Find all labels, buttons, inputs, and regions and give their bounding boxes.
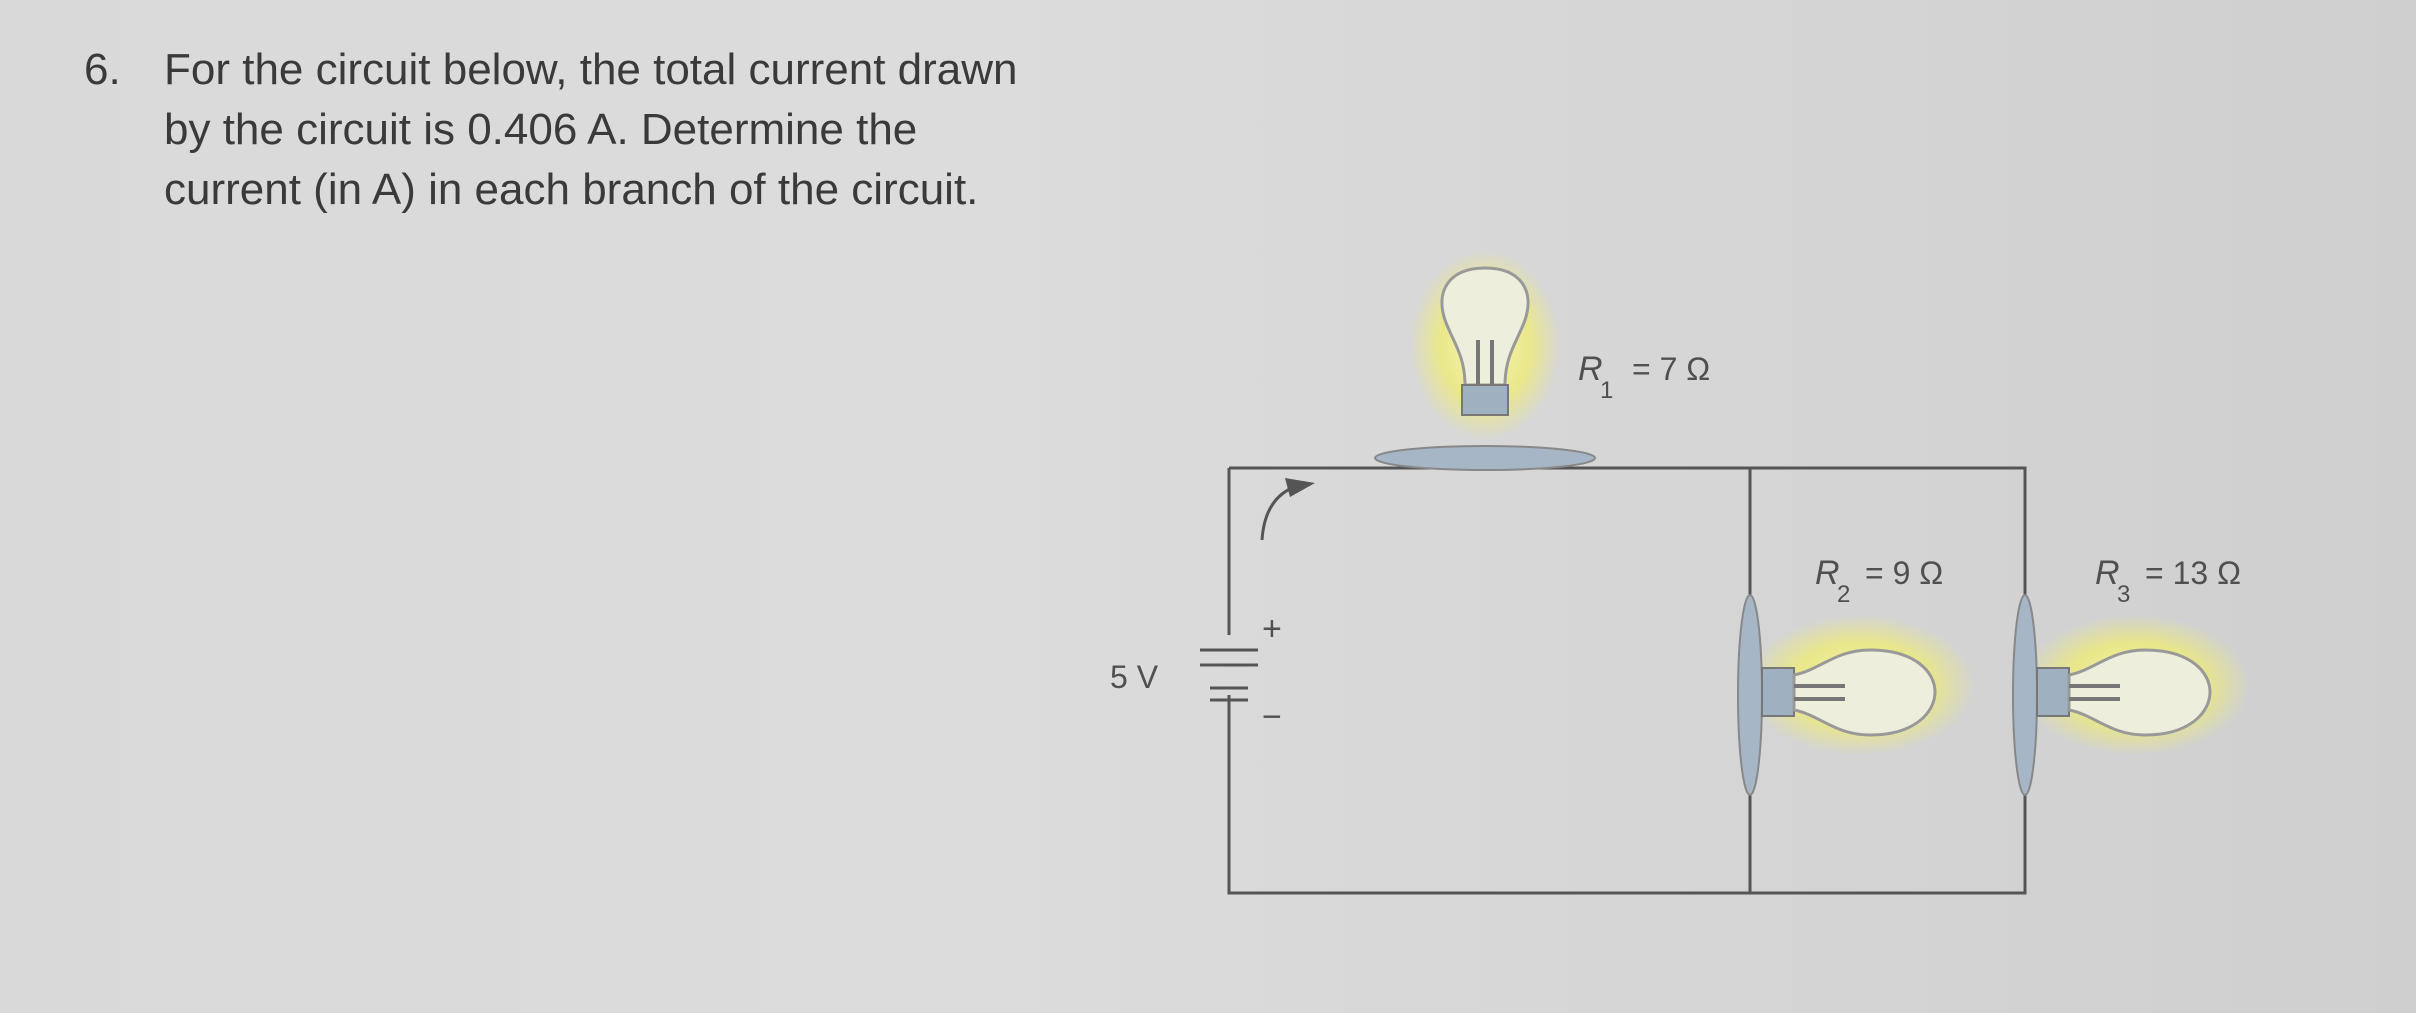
- bulb-r3: [2012, 594, 2250, 796]
- question-text: For the circuit below, the total current…: [164, 40, 1018, 220]
- r1-symbol: R: [1578, 350, 1603, 388]
- question: 6. For the circuit below, the total curr…: [84, 40, 1018, 220]
- bulb-r2: [1737, 594, 1975, 796]
- r2-subscript: 2: [1837, 581, 1850, 608]
- r2-label: R 2 = 9 Ω: [1815, 554, 1943, 608]
- battery: [1200, 648, 1258, 702]
- battery-voltage-label: 5 V: [1110, 659, 1159, 695]
- r1-label: R 1 = 7 Ω: [1578, 350, 1710, 404]
- outer-loop-wire: [1227, 466, 2027, 895]
- question-line: by the circuit is 0.406 A. Determine the: [164, 105, 918, 154]
- question-line: current (in A) in each branch of the cir…: [164, 165, 979, 214]
- r3-subscript: 3: [2117, 581, 2130, 608]
- r3-symbol: R: [2095, 554, 2120, 592]
- question-number: 6.: [84, 45, 121, 94]
- r1-subscript: 1: [1600, 377, 1613, 404]
- question-line: For the circuit below, the total current…: [164, 45, 1018, 94]
- r3-label: R 3 = 13 Ω: [2095, 554, 2241, 608]
- battery-plus-sign: +: [1262, 610, 1282, 648]
- r2-symbol: R: [1815, 554, 1840, 592]
- r2-value: = 9 Ω: [1865, 555, 1943, 591]
- current-arrow: [1260, 478, 1315, 541]
- r3-value: = 13 Ω: [2145, 555, 2241, 591]
- r1-value: = 7 Ω: [1632, 351, 1710, 387]
- battery-minus-sign: −: [1262, 698, 1282, 736]
- bulb-r1: [1374, 250, 1596, 471]
